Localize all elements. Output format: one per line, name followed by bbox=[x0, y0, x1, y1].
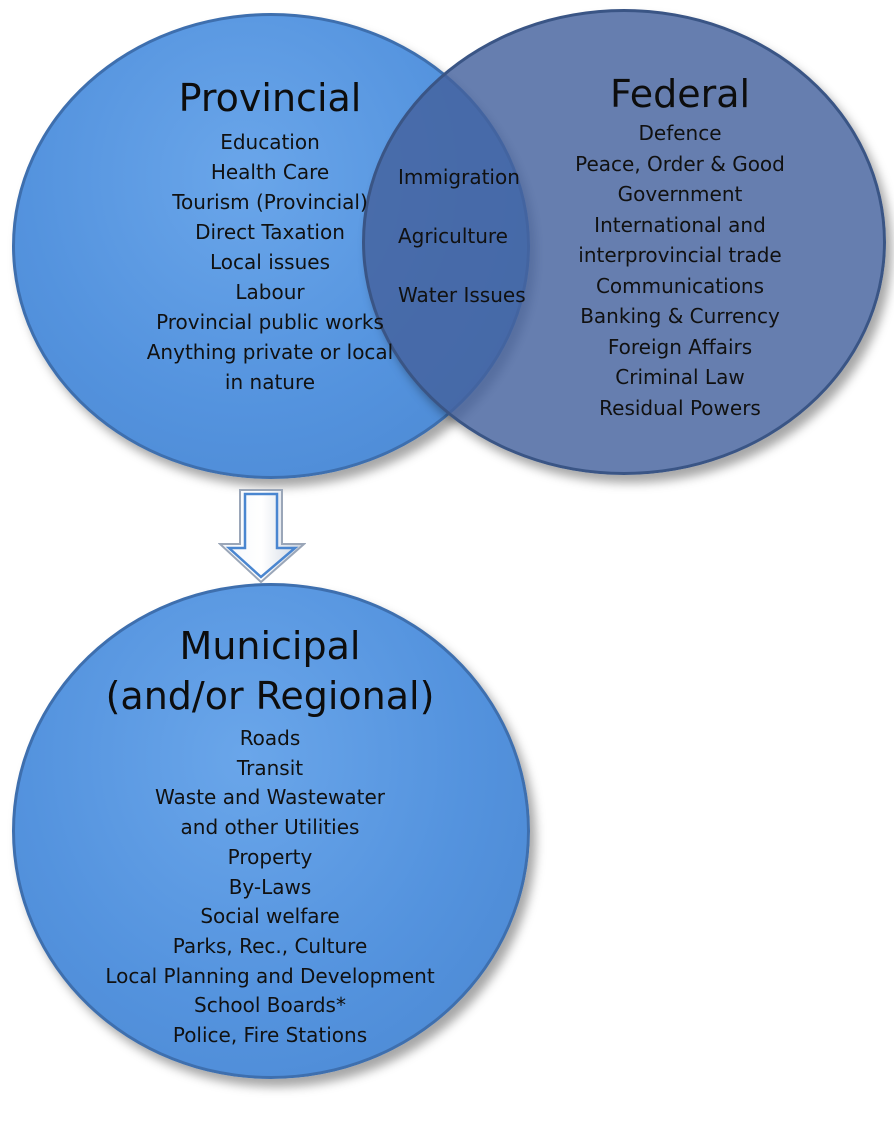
municipal-item: Property bbox=[227, 844, 313, 869]
provincial-list: Education Health Care Tourism (Provincia… bbox=[100, 127, 440, 397]
federal-item: interprovincial trade bbox=[578, 243, 782, 267]
municipal-item: Parks, Rec., Culture bbox=[172, 933, 368, 958]
provincial-item: Health Care bbox=[210, 160, 330, 184]
municipal-item: and other Utilities bbox=[180, 815, 360, 840]
federal-circle bbox=[362, 9, 886, 475]
federal-item: Criminal Law bbox=[615, 365, 745, 389]
provincial-item: Direct Taxation bbox=[195, 220, 345, 244]
federal-item: Residual Powers bbox=[599, 395, 761, 420]
federal-item: International and bbox=[594, 212, 766, 237]
federal-item: Foreign Affairs bbox=[607, 334, 753, 359]
provincial-item: Local issues bbox=[210, 250, 330, 274]
municipal-item: By-Laws bbox=[228, 874, 312, 899]
municipal-item: Roads bbox=[239, 726, 301, 750]
provincial-title: Provincial bbox=[178, 76, 362, 120]
federal-item: Banking & Currency bbox=[580, 304, 780, 328]
federal-item: Peace, Order & Good bbox=[575, 151, 785, 176]
provincial-item: Provincial public works bbox=[156, 310, 384, 334]
federal-section: Federal Defence Peace, Order & Good Gove… bbox=[530, 72, 830, 423]
municipal-section: Municipal (and/or Regional) Roads Transi… bbox=[60, 621, 480, 1051]
municipal-item: Local Planning and Development bbox=[105, 963, 435, 988]
shared-section: Immigration Agriculture Water Issues bbox=[398, 162, 526, 339]
municipal-list: Roads Transit Waste and Wastewater and o… bbox=[60, 724, 480, 1051]
municipal-item: Transit bbox=[236, 755, 304, 780]
municipal-item: Police, Fire Stations bbox=[172, 1023, 368, 1048]
municipal-circle bbox=[12, 583, 530, 1079]
federal-title: Federal bbox=[609, 72, 751, 116]
municipal-title-line1: Municipal bbox=[179, 624, 361, 668]
municipal-title-line2: (and/or Regional) bbox=[105, 674, 435, 718]
municipal-item: Waste and Wastewater bbox=[155, 785, 385, 810]
federal-item: Defence bbox=[638, 121, 722, 145]
shared-item: Immigration bbox=[398, 165, 520, 189]
provincial-section: Provincial Education Health Care Tourism… bbox=[100, 76, 440, 397]
shared-item: Water Issues bbox=[398, 283, 526, 307]
provincial-item: Anything private or local bbox=[146, 340, 394, 364]
provincial-item: Labour bbox=[235, 280, 305, 304]
municipal-item: School Boards* bbox=[194, 993, 346, 1018]
down-arrow-icon bbox=[218, 489, 306, 584]
federal-list: Defence Peace, Order & Good Government I… bbox=[530, 118, 830, 423]
provincial-item: in nature bbox=[224, 370, 316, 394]
federal-item: Government bbox=[617, 182, 743, 206]
federal-item: Communications bbox=[595, 273, 765, 298]
municipal-item: Social welfare bbox=[200, 904, 340, 929]
provincial-item: Education bbox=[220, 130, 320, 154]
shared-item: Agriculture bbox=[398, 224, 508, 248]
provincial-item: Tourism (Provincial) bbox=[172, 190, 368, 214]
